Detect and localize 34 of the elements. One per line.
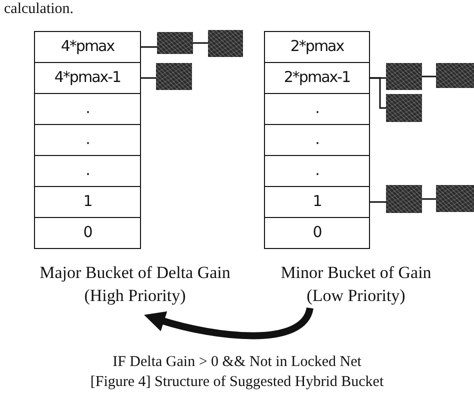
- filled-block: [386, 63, 422, 90]
- bucket-caption: Major Bucket of Delta Gain (High Priority): [38, 262, 232, 307]
- figure-caption: [Figure 4] Structure of Suggested Hybrid Bucket: [90, 374, 384, 391]
- bucket-slot: .: [34, 93, 141, 125]
- filled-block: [436, 185, 474, 212]
- bucket-slot: .: [34, 124, 141, 156]
- connector-line: [422, 76, 436, 78]
- bucket-slot: 2*pmax: [264, 31, 370, 63]
- filled-block: [386, 94, 422, 122]
- filled-block: [156, 63, 192, 90]
- bucket-slot: 4*pmax: [34, 31, 141, 63]
- connector-line: [141, 77, 156, 79]
- filled-block: [208, 30, 243, 57]
- bucket-caption: Minor Bucket of Gain (Low Priority): [280, 262, 432, 307]
- bucket-slot: 2*pmax-1: [264, 62, 370, 94]
- bucket-slot: .: [264, 124, 370, 156]
- filled-block: [436, 63, 474, 88]
- bucket-slot: .: [264, 93, 370, 125]
- condition-text: IF Delta Gain > 0 && Not in Locked Net: [112, 354, 362, 371]
- intro-text: calculation.: [4, 1, 74, 18]
- connector-line: [370, 201, 386, 203]
- bucket-slot: 0: [264, 217, 370, 249]
- connector-line: [141, 46, 157, 48]
- bucket-slot: 1: [264, 186, 370, 218]
- bucket-slot: 0: [34, 217, 141, 249]
- bucket-slot: .: [264, 155, 370, 187]
- bucket-slot: 1: [34, 186, 141, 218]
- connector-line: [193, 42, 208, 44]
- filled-block: [157, 32, 193, 54]
- connector-line: [422, 198, 436, 200]
- filled-block: [386, 185, 422, 213]
- bucket-slot: 4*pmax-1: [34, 62, 141, 94]
- bucket-slot: .: [34, 155, 141, 187]
- connector-line: [370, 77, 386, 109]
